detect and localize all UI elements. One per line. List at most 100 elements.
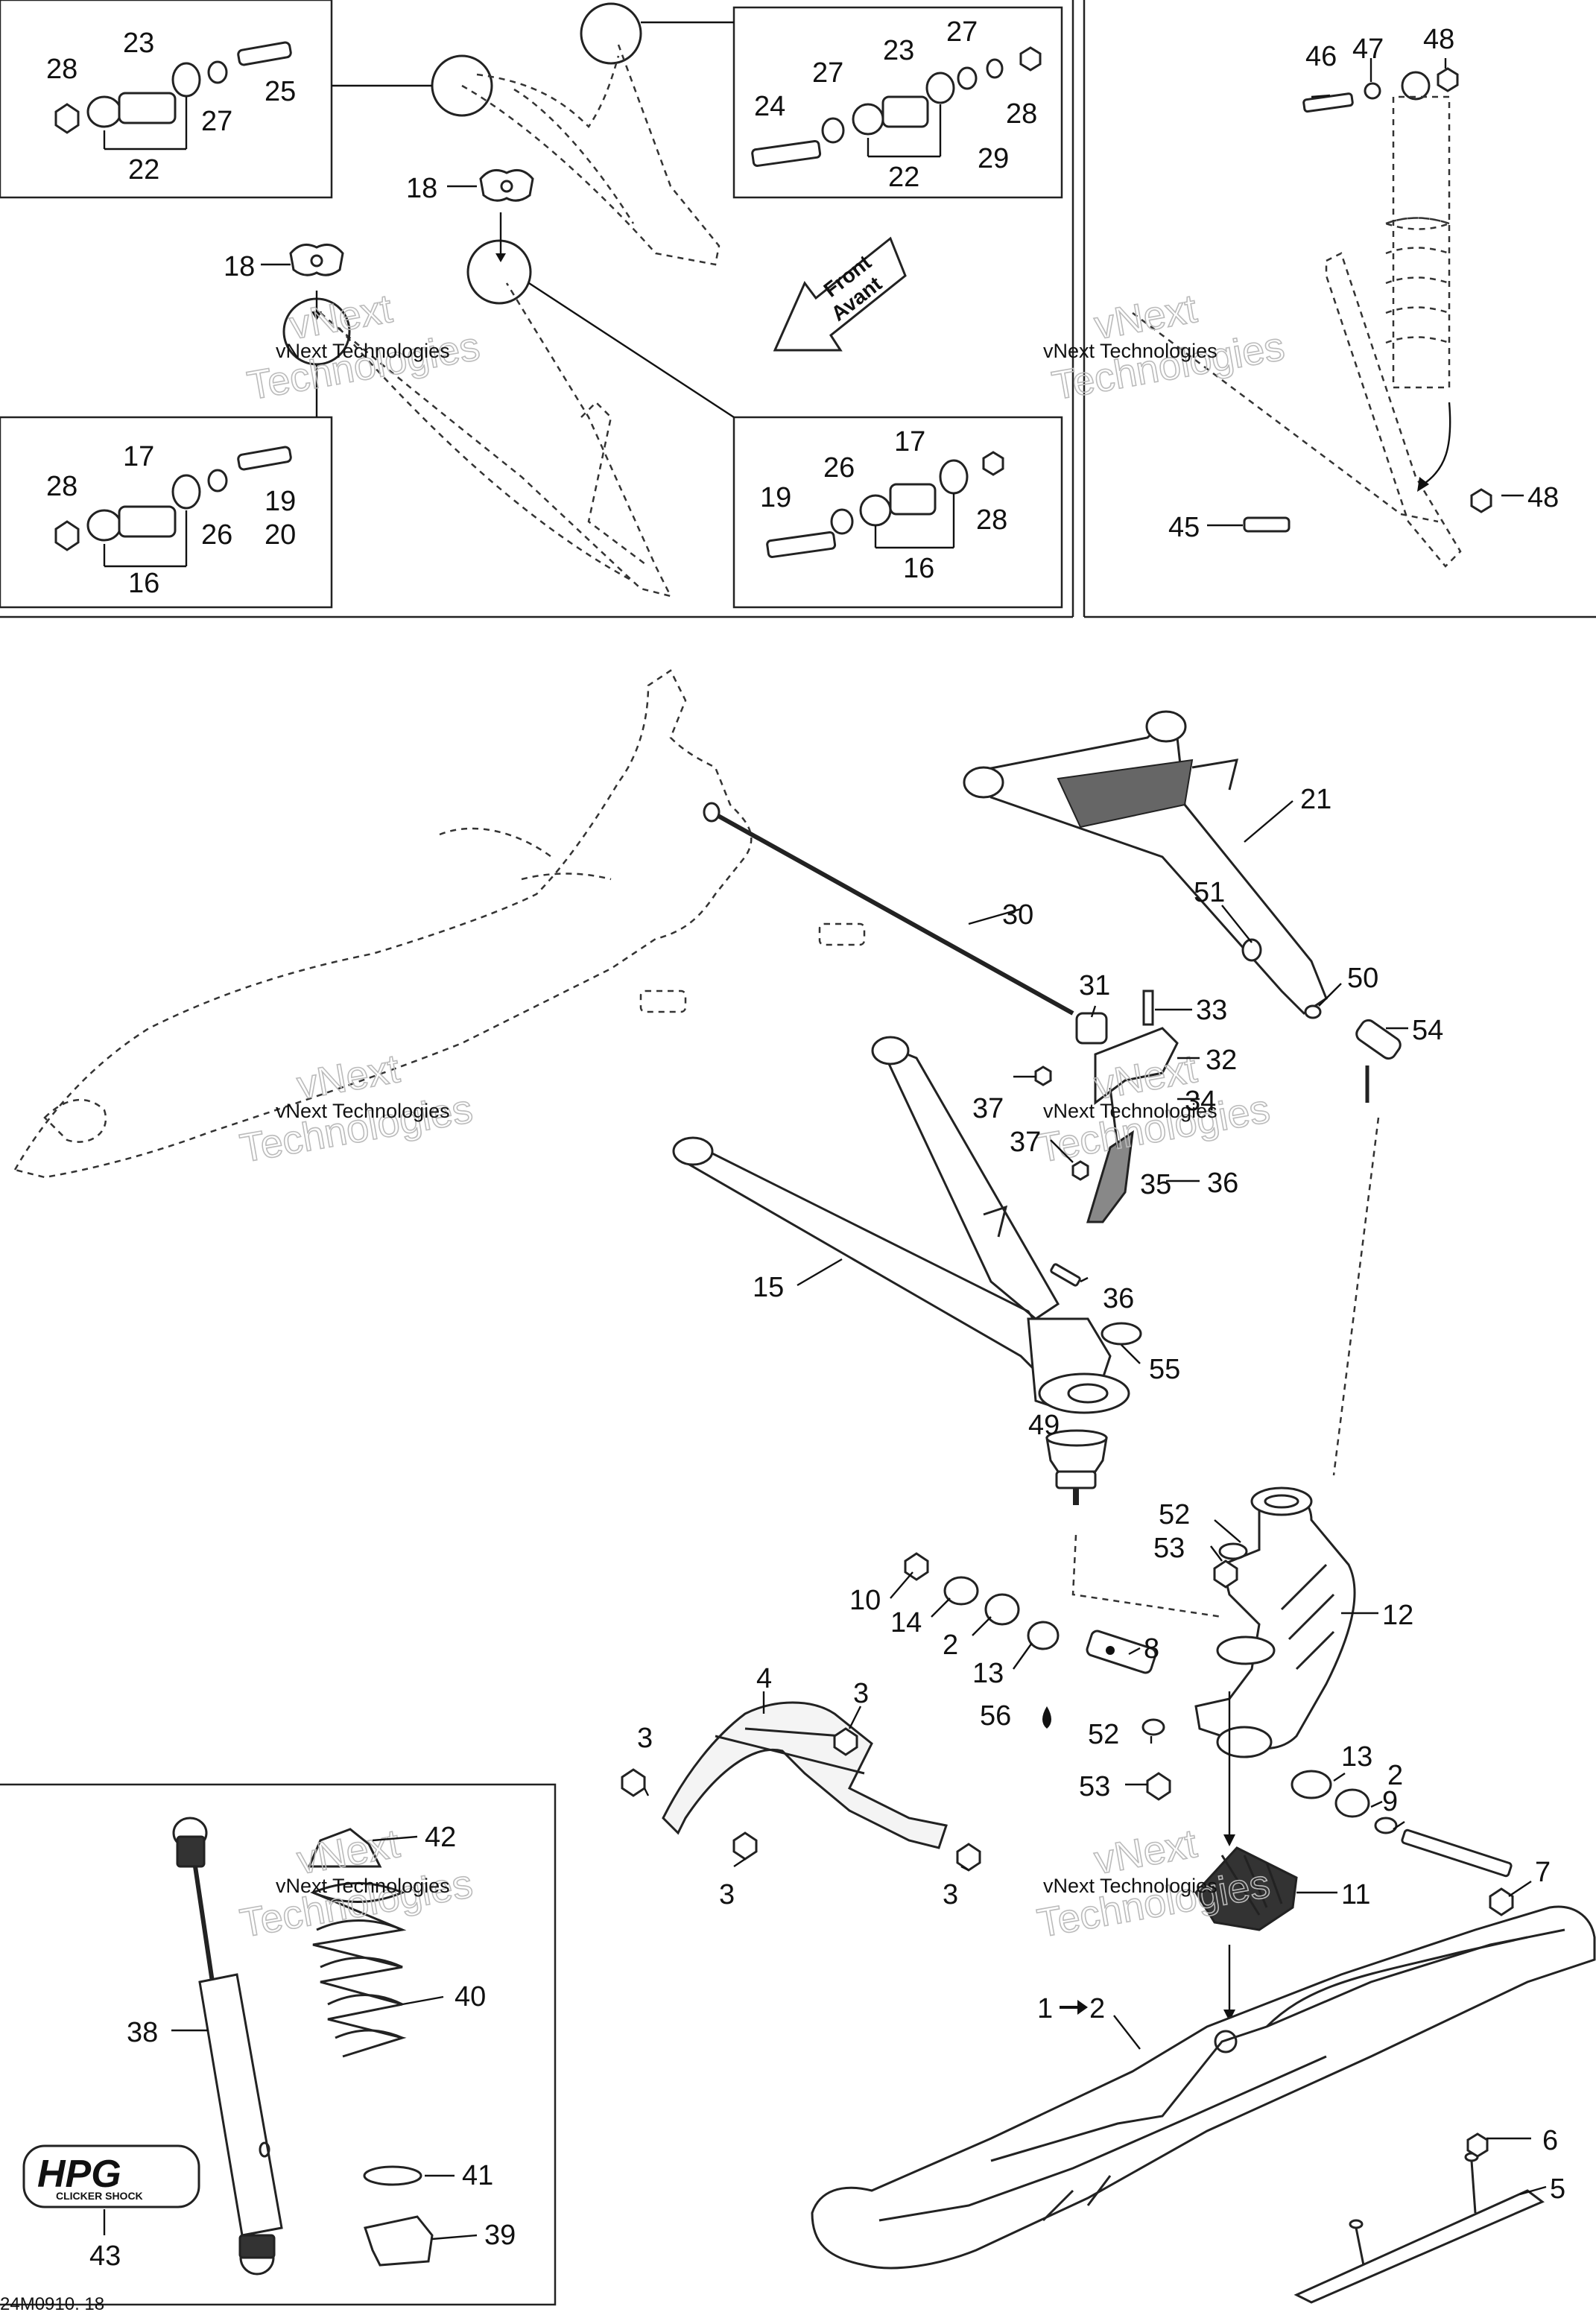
watermark-6: vNext Technologies: [1043, 1875, 1217, 1897]
callout-8: 27: [812, 57, 843, 89]
callout-2: 23: [123, 28, 154, 59]
callout-12: 22: [888, 162, 919, 193]
callout-62: 13: [1341, 1741, 1372, 1773]
callout-47: 49: [1028, 1410, 1060, 1441]
callout-77: 39: [484, 2220, 516, 2251]
watermark-big-1a: vNext: [286, 286, 395, 348]
callout-33: 51: [1194, 877, 1225, 908]
watermark-2: vNext Technologies: [1043, 340, 1217, 362]
callout-36: 33: [1196, 995, 1227, 1026]
watermark-big-3a: vNext: [294, 1046, 402, 1108]
logo-brand: HPG: [37, 2153, 121, 2196]
watermark-3: vNext Technologies: [276, 1100, 450, 1122]
inset-top-right-parts: [751, 46, 1042, 167]
ski: [811, 1905, 1596, 2304]
inset-mid-left-parts: [54, 446, 292, 568]
callout-52: 14: [890, 1607, 922, 1638]
watermark-big-2a: vNext: [1091, 286, 1200, 348]
callout-49: 53: [1153, 1533, 1185, 1564]
spindle: [1194, 1486, 1356, 1758]
callout-71: 38: [127, 2017, 158, 2048]
ball-joint-lower: [1045, 1429, 1223, 1618]
callout-70: 40: [455, 1981, 486, 2013]
callout-14: 18: [224, 251, 255, 282]
ring-55: [1101, 1322, 1142, 1346]
front-shock-detail: [1132, 67, 1492, 568]
callout-56: 56: [980, 1700, 1011, 1732]
callout-30: 45: [1168, 512, 1200, 543]
callout-32: 30: [1002, 899, 1033, 931]
callout-68: 11: [1341, 1879, 1370, 1910]
callout-38: 32: [1206, 1045, 1237, 1076]
spindle-hardware: [904, 1552, 1514, 1916]
callout-17: 19: [265, 486, 296, 517]
callout-29: 48: [1527, 482, 1559, 513]
chassis-outline: [13, 669, 866, 1179]
callout-21: 17: [894, 426, 925, 457]
callout-69: 42: [425, 1822, 456, 1853]
callout-44: 15: [753, 1272, 784, 1303]
callout-64: 9: [1382, 1786, 1398, 1817]
watermark-big-6a: vNext: [1091, 1821, 1200, 1883]
callout-37: 54: [1412, 1015, 1443, 1046]
diagram-ref-code: 24M0910. 18: [0, 2294, 104, 2314]
callout-15: 28: [46, 471, 77, 502]
sway-bar-bracket: [1034, 1027, 1179, 1223]
lower-a-arm: [672, 1036, 1130, 1414]
callout-40: 34: [1185, 1086, 1216, 1117]
callout-72: 1: [1037, 1993, 1053, 2024]
callout-45: 36: [1103, 1283, 1134, 1314]
hpg-logo: HPG CLICKER SHOCK: [22, 2144, 200, 2208]
callout-20: 16: [128, 568, 159, 599]
callout-74: 6: [1542, 2125, 1558, 2156]
callout-58: 3: [853, 1678, 869, 1709]
callout-65: 3: [719, 1879, 735, 1910]
callout-59: 3: [637, 1723, 653, 1754]
callout-10: 28: [1006, 98, 1037, 130]
callout-3: 25: [265, 76, 296, 107]
callout-67: 7: [1535, 1857, 1551, 1888]
callout-25: 16: [903, 553, 934, 584]
callout-9: 24: [754, 91, 785, 122]
callout-31: 21: [1300, 784, 1331, 815]
callout-19: 26: [201, 519, 232, 551]
callout-18: 20: [265, 519, 296, 551]
watermark-5: vNext Technologies: [276, 1875, 450, 1897]
ski-handle-11: [1194, 1691, 1298, 2021]
watermark-4: vNext Technologies: [1043, 1100, 1217, 1122]
upper-a-arm: [963, 710, 1328, 1019]
callout-51: 10: [849, 1585, 881, 1616]
callout-6: 27: [946, 16, 978, 48]
callout-54: 8: [1144, 1633, 1159, 1665]
callout-61: 53: [1079, 1771, 1110, 1802]
callout-7: 23: [883, 35, 914, 66]
callout-53: 2: [943, 1630, 958, 1661]
inset-box-top-right: [732, 6, 1063, 199]
callout-42: 35: [1140, 1169, 1171, 1200]
spring-assembly: [307, 1828, 434, 2267]
callout-22: 26: [823, 452, 855, 484]
callout-23: 19: [760, 482, 791, 513]
callout-5: 22: [128, 154, 159, 186]
callout-39: 37: [972, 1093, 1004, 1124]
callout-43: 36: [1207, 1168, 1238, 1199]
watermark-big-1b: Technologies: [244, 323, 483, 408]
logo-sub: CLICKER SHOCK: [56, 2190, 143, 2202]
inset-box-mid-right: [732, 416, 1063, 609]
callout-55: 13: [972, 1658, 1004, 1689]
sway-bar-link: [703, 802, 1154, 1045]
watermark-1: vNext Technologies: [276, 340, 450, 362]
callout-35: 31: [1079, 970, 1110, 1001]
ball-joint-upper: [1332, 1019, 1402, 1476]
callout-4: 27: [201, 106, 232, 137]
callout-13: 18: [406, 173, 437, 204]
callout-34: 50: [1347, 963, 1378, 994]
callout-63: 2: [1387, 1760, 1403, 1791]
inset-mid-right-parts: [766, 451, 1004, 558]
callout-27: 47: [1352, 34, 1384, 65]
callout-66: 3: [943, 1879, 958, 1910]
callout-24: 28: [976, 504, 1007, 536]
callout-73: 2: [1089, 1993, 1105, 2024]
